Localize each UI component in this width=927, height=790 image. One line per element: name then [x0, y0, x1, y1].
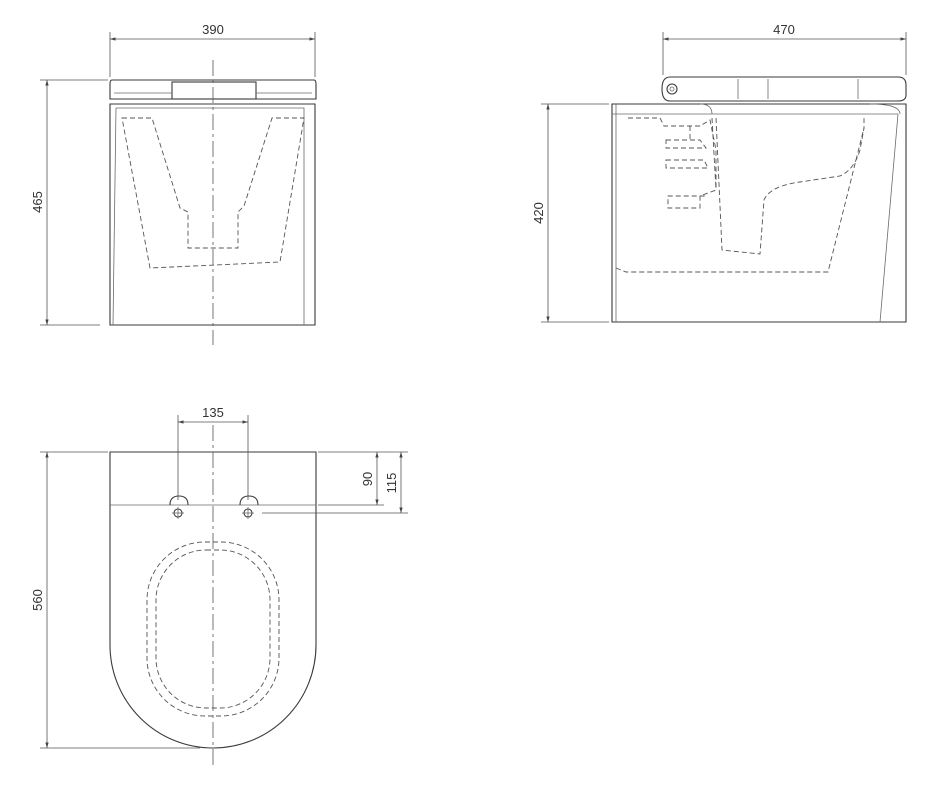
front-width-label: 390 [202, 22, 224, 37]
side-bowl-body [611, 103, 907, 323]
front-view: 390 465 [30, 22, 317, 345]
front-seat-hinge-cover [171, 81, 257, 100]
top-seat-offset-label: 115 [384, 473, 399, 494]
front-height-label: 465 [30, 191, 45, 213]
front-bowl-body [109, 103, 316, 326]
side-view: 470 420 [531, 22, 907, 323]
top-body-outline [109, 451, 317, 749]
top-depth-label: 560 [30, 589, 45, 611]
side-internal-trap [628, 117, 717, 209]
side-height-label: 420 [531, 202, 546, 224]
top-hinge-spacing-label: 135 [202, 405, 224, 420]
front-seat [109, 79, 317, 100]
front-inner-bowl [121, 117, 305, 269]
side-width-label: 470 [773, 22, 795, 37]
top-hinge-offset-label: 90 [360, 472, 375, 486]
side-seat [661, 76, 907, 102]
top-view: 135 90 115 560 [30, 405, 408, 765]
side-hinge-icon [666, 83, 678, 95]
